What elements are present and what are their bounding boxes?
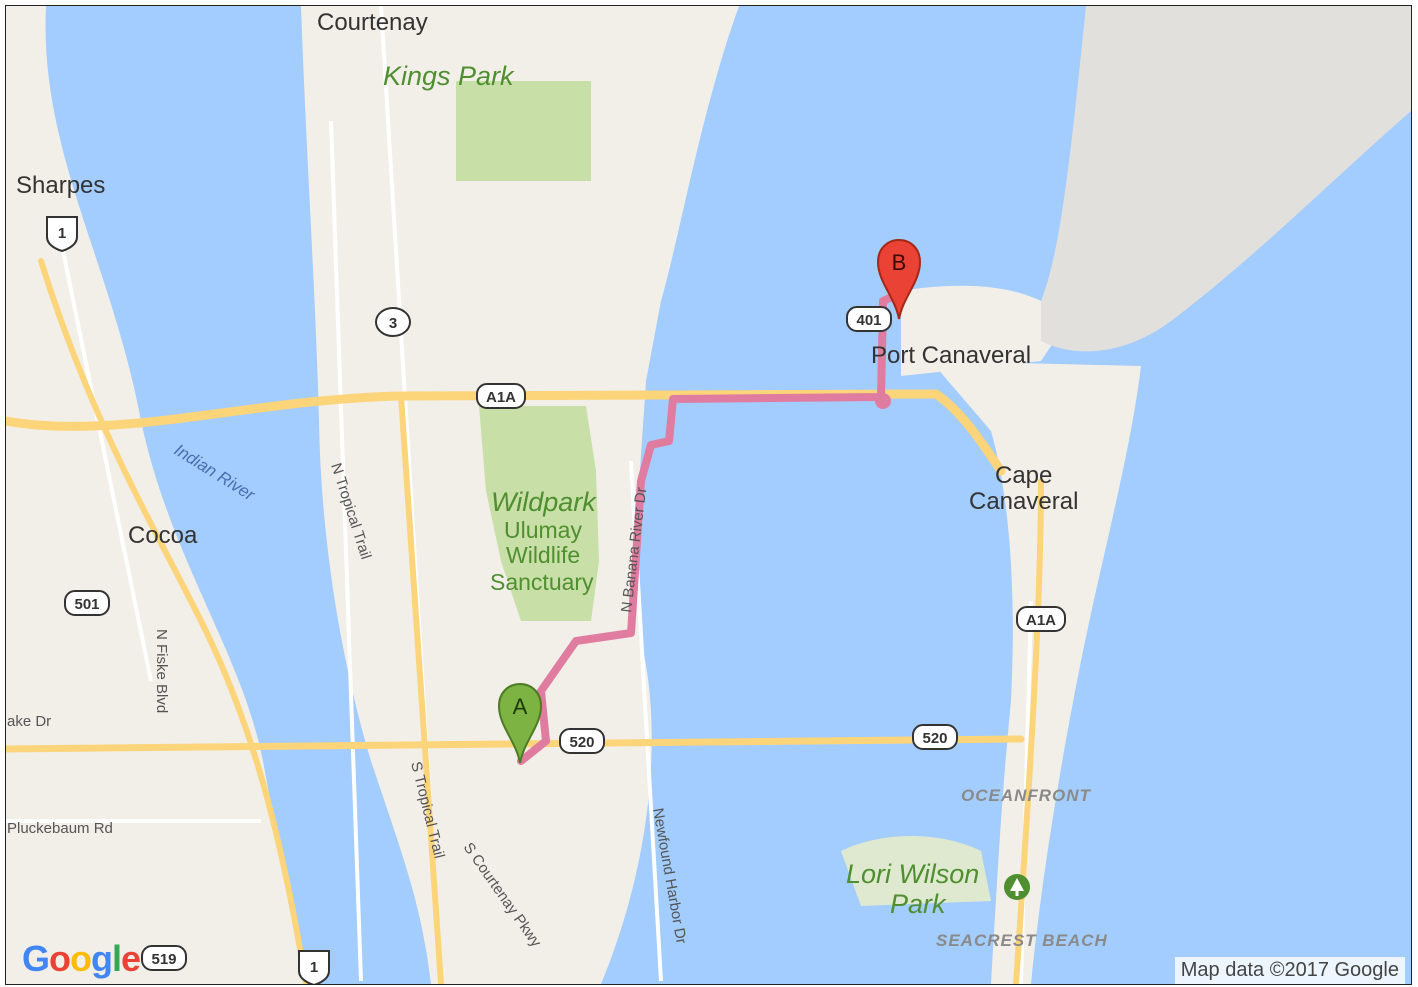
label-cape-1: Cape	[995, 462, 1052, 489]
us1-shield-top: 1	[46, 216, 78, 253]
a1a-shield-2: A1A	[1016, 606, 1066, 632]
label-sharpes: Sharpes	[16, 172, 105, 199]
label-wildpark: Wildpark	[491, 487, 597, 517]
label-n-fiske: N Fiske Blvd	[153, 629, 170, 713]
label-lake-dr: ake Dr	[7, 713, 51, 730]
marker-b[interactable]: B	[876, 238, 922, 320]
logo-letter-g: G	[22, 938, 50, 979]
a1a-2-text: A1A	[1026, 612, 1056, 629]
us1-bottom-number: 1	[310, 959, 318, 976]
label-oceanfront: OCEANFRONT	[961, 786, 1092, 805]
marker-a[interactable]: A	[497, 682, 543, 764]
label-lori-1: Lori Wilson	[846, 859, 979, 889]
r519-shield: 519	[141, 945, 187, 971]
r501-text: 501	[74, 596, 99, 613]
label-cocoa: Cocoa	[128, 522, 198, 549]
kings-park-area	[456, 81, 591, 181]
r520-shield-2: 520	[912, 724, 958, 750]
r501-shield: 501	[64, 590, 110, 616]
logo-letter-g2: g	[91, 938, 113, 979]
label-ulumay-1: Ulumay	[504, 517, 582, 543]
map-svg: Courtenay Sharpes Cocoa Port Canaveral C…	[6, 6, 1411, 984]
mainland	[6, 6, 311, 984]
map-attribution[interactable]: Map data ©2017 Google	[1174, 957, 1405, 984]
r519-text: 519	[151, 951, 176, 968]
label-ulumay-2: Wildlife	[506, 542, 580, 568]
us1-top-number: 1	[58, 225, 66, 242]
route-line	[517, 289, 905, 765]
sr3-shield: 3	[375, 307, 411, 337]
label-seacrest: SEACREST BEACH	[936, 931, 1108, 950]
a1a-1-text: A1A	[486, 389, 516, 406]
label-cape-2: Canaveral	[969, 488, 1078, 515]
label-lori-2: Park	[890, 889, 947, 919]
logo-letter-o1: o	[49, 938, 71, 979]
port-peninsula	[901, 285, 1061, 376]
cape-land	[1041, 6, 1411, 352]
marker-b-label: B	[892, 250, 907, 275]
logo-letter-l: l	[112, 938, 122, 979]
logo-letter-e: e	[121, 938, 141, 979]
label-pluckebaum: Pluckebaum Rd	[7, 820, 113, 837]
r401-text: 401	[856, 312, 881, 329]
r520-2-text: 520	[922, 730, 947, 747]
wildpark-area	[479, 406, 599, 621]
route-waypoint	[875, 393, 891, 409]
google-logo[interactable]: Google	[22, 938, 141, 980]
label-port-canaveral: Port Canaveral	[871, 342, 1031, 369]
label-courtenay: Courtenay	[317, 9, 428, 36]
r520-1-text: 520	[569, 734, 594, 751]
tree-icon	[1004, 874, 1030, 900]
r520-shield-1: 520	[559, 728, 605, 754]
label-ulumay-3: Sanctuary	[490, 569, 594, 595]
r401-shield: 401	[846, 306, 892, 332]
us1-shield-bottom: 1	[298, 950, 330, 984]
lori-wilson-area	[841, 836, 991, 906]
sr3-number: 3	[389, 315, 397, 332]
map-canvas[interactable]: Courtenay Sharpes Cocoa Port Canaveral C…	[5, 5, 1412, 985]
label-kings-park: Kings Park	[383, 61, 515, 91]
marker-a-label: A	[513, 694, 528, 719]
a1a-shield-1: A1A	[476, 383, 526, 409]
logo-letter-o2: o	[70, 938, 92, 979]
